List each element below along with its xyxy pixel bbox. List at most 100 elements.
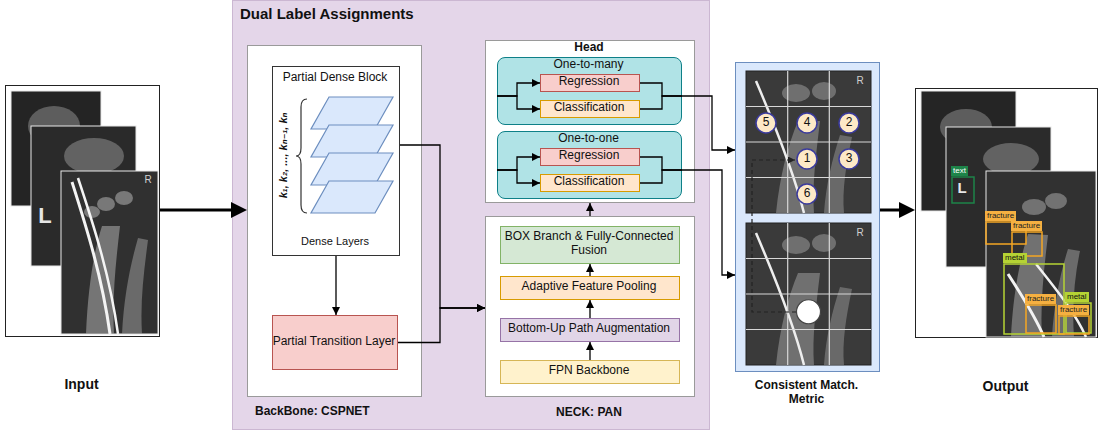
text-slot: Partial Dense Block	[272, 70, 398, 86]
xray-marker: R	[856, 75, 863, 87]
connector-arrow	[682, 96, 735, 150]
xray-image	[122, 238, 148, 334]
detection-box	[952, 177, 974, 203]
xray-image	[1022, 199, 1046, 215]
neck-box-text: NECK: PAN	[556, 406, 622, 420]
label-slot: fracture	[985, 211, 1016, 221]
connector-arrow	[398, 308, 485, 343]
circle-outline	[839, 149, 859, 169]
dual-label-panel-text: Dual Label Assignments	[240, 5, 414, 22]
regression-box-text: Regression	[559, 75, 620, 89]
backbone-box-text: BackBone: CSPNET	[255, 405, 370, 419]
text-slot: Output	[915, 375, 1096, 397]
text-slot: 2	[838, 112, 860, 134]
classification-box: Classification	[540, 100, 640, 118]
text-slot: Consistent Match. Metric	[741, 376, 872, 410]
layer-bracket	[296, 99, 307, 213]
anchor-circle: 5	[755, 112, 777, 134]
regression-box-text: Regression	[559, 149, 620, 163]
one-to-many-branch-text: One-to-many	[553, 58, 623, 72]
text-slot: Dense Layers	[272, 232, 398, 250]
detection-tag: text	[951, 166, 968, 176]
fpn-box-text: FPN Backbone	[549, 364, 630, 378]
detection-tag: fracture	[1011, 221, 1042, 231]
text-slot: Adaptive Feature Pooling	[500, 276, 678, 298]
text-slot: Classification	[540, 174, 638, 190]
backbone-box: BackBone: CSPNET Partial Dense BlockDens…	[247, 45, 422, 397]
detection-tag: fracture	[1025, 294, 1056, 304]
dense-block-text: Dense Layers	[301, 235, 369, 248]
text-slot: 6	[796, 183, 818, 205]
classification-box: Classification	[540, 174, 640, 192]
dense-block: Partial Dense BlockDense Layers k₁, k₂, .…	[272, 66, 400, 256]
input-panel: InputLR	[5, 85, 160, 337]
head-box: HeadOne-to-manyRegressionClassificationO…	[485, 40, 695, 203]
label-slot: fracture	[1025, 294, 1056, 304]
detection-tag: fracture	[1058, 305, 1089, 315]
detection-box	[1026, 305, 1056, 333]
head-box-text: Head	[574, 41, 603, 55]
classification-box-text: Classification	[554, 101, 625, 115]
connector-arrow	[497, 83, 540, 96]
anchor-circle-text: 5	[763, 116, 770, 130]
detection-box	[1059, 316, 1089, 334]
detection-box	[1004, 264, 1064, 334]
connector-arrow	[497, 96, 540, 109]
text-slot: Input	[5, 373, 158, 395]
xray-image	[64, 138, 124, 174]
connector-arrow	[640, 83, 682, 96]
transition-layer-text: Partial Transition Layer	[273, 335, 396, 349]
classification-box-text: Classification	[554, 175, 625, 189]
xray-image	[986, 171, 1096, 337]
anchor-circle: 6	[796, 183, 818, 205]
anchor-circle: 4	[796, 112, 818, 134]
one-to-one-branch-text: One-to-one	[558, 132, 619, 146]
pooling-box: Adaptive Feature Pooling	[500, 276, 680, 300]
circle-outline	[839, 113, 859, 133]
connector-arrow	[589, 300, 590, 318]
label-slot: L	[954, 178, 970, 198]
dense-layer	[311, 97, 393, 129]
anchor-circle-text: 3	[846, 152, 853, 166]
connector-arrow	[497, 170, 540, 183]
text-slot: Regression	[540, 148, 638, 164]
xray-image	[115, 191, 133, 205]
text-slot: Bottom-Up Path Augmentation	[500, 318, 678, 340]
connector-arrow	[682, 170, 735, 275]
label-slot: fracture	[1011, 221, 1042, 231]
dense-layer	[311, 125, 393, 157]
neck-box: NECK: PANBOX Branch & Fully-Connected Fu…	[485, 216, 695, 397]
label-slot: text	[951, 166, 968, 176]
label-slot: fracture	[1058, 305, 1089, 315]
connector-arrow	[589, 342, 590, 360]
xray-marker: L	[38, 203, 51, 228]
match-xrays	[736, 63, 879, 371]
fusion-box: BOX Branch & Fully-Connected Fusion	[500, 226, 680, 264]
dual-label-panel: Dual Label AssignmentsBackBone: CSPNET P…	[232, 0, 710, 430]
text-slot: One-to-many	[497, 57, 680, 72]
label-slot: k₁, k₂, ..., kₙ₋₁, kₙ	[227, 147, 339, 163]
circle-outline	[756, 113, 776, 133]
assigned-anchor	[797, 300, 821, 324]
anchor-circle: 3	[838, 148, 860, 170]
text-slot: 3	[838, 148, 860, 170]
connector-arrow	[640, 96, 682, 109]
text-slot: NECK: PAN	[485, 402, 693, 424]
label-slot: metal	[1065, 292, 1089, 302]
connector-arrow	[589, 264, 590, 276]
text-slot: FPN Backbone	[500, 360, 678, 382]
label-slot: R	[141, 173, 155, 187]
detection-tag: fracture	[985, 211, 1016, 221]
one-to-many-branch: One-to-manyRegressionClassification	[497, 57, 682, 125]
grid-xray	[746, 71, 871, 213]
path-augmentation-box-text: Bottom-Up Path Augmentation	[508, 322, 670, 336]
detection-tag: metal	[1003, 253, 1027, 263]
text-slot: One-to-one	[497, 131, 680, 146]
xray-marker: R	[856, 227, 863, 239]
anchor-circle-text: 1	[804, 152, 811, 166]
dense-layer	[311, 153, 393, 185]
regression-box: Regression	[540, 148, 640, 166]
dense-layer-index: k₁, k₂, ..., kₙ₋₁, kₙ	[277, 112, 290, 198]
text-slot: BOX Branch & Fully-Connected Fusion	[500, 226, 678, 262]
anchor-circle: 1	[796, 148, 818, 170]
